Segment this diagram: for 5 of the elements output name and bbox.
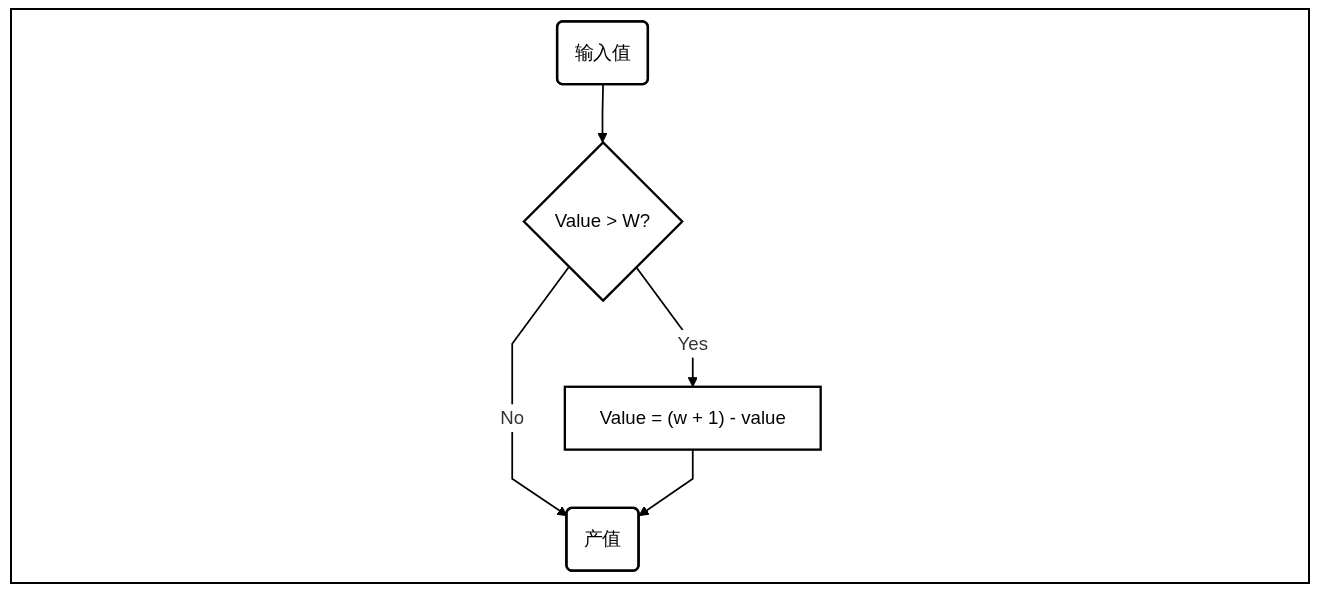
arrow [510,266,570,517]
edge-label: Yes [677,333,708,354]
node-box: Value = (w + 1) - value [563,385,822,451]
edge-label: No [499,407,524,428]
node-diamond: Value > W? [521,140,684,303]
